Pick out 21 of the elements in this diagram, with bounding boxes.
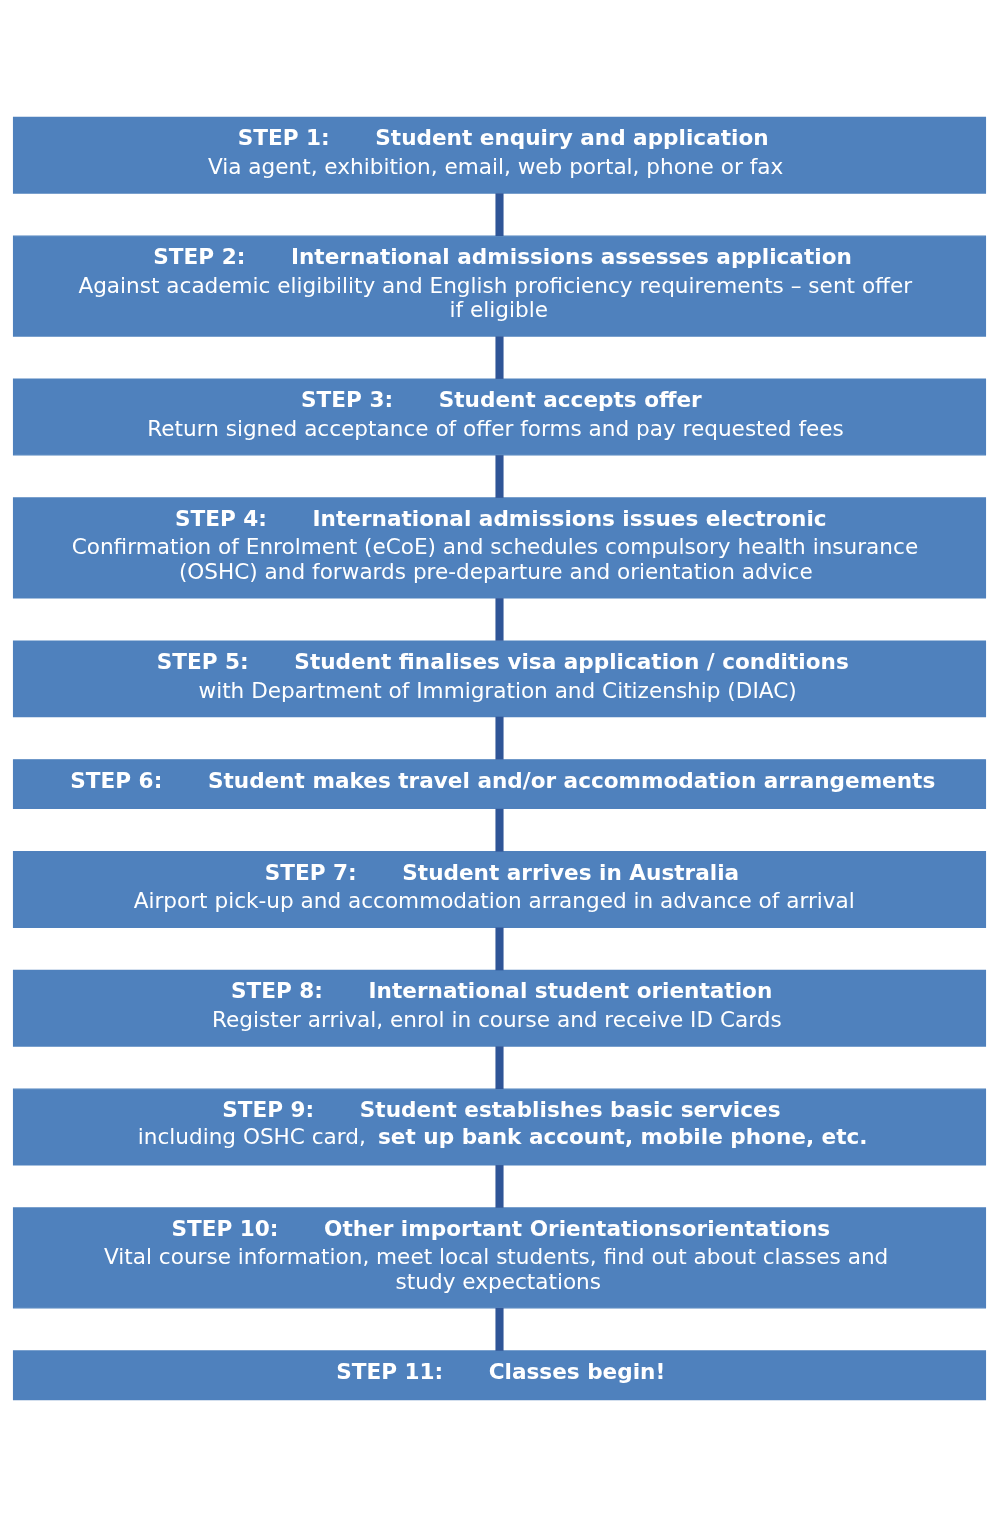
connector <box>495 927 504 971</box>
node-box: STEP 8: International student orientation Register arrival, enrol in course and receive ID Cards <box>12 969 987 1047</box>
node-box: STEP 6: Student makes travel and/or accommodation arrangements <box>12 759 987 810</box>
node-box: STEP 2: International admissions assesses application Against academic eligibility and English proficiency requirements – sent offer if eligible <box>12 235 987 337</box>
node-box: STEP 3: Student accepts offer Return signed acceptance of offer forms and pay requested fees <box>12 378 987 456</box>
connector <box>495 1307 504 1351</box>
connector <box>495 1165 504 1208</box>
connector <box>495 808 504 852</box>
connector <box>495 716 504 760</box>
connector <box>495 193 504 237</box>
node-box: STEP 4: International admissions issues electronic Confirmation of Enrolment (eCoE) and schedules compulsory health insurance (OSHC) and forwards pre-departure and orientation advice <box>12 497 987 599</box>
connector <box>495 336 504 379</box>
connector <box>495 598 504 641</box>
connector <box>495 1046 504 1090</box>
node-box: STEP 9: Student establishes basic services including OSHC card, set up bank account, mobile phone, etc. <box>12 1088 987 1166</box>
node-box: STEP 1: Student enquiry and application Via agent, exhibition, email, web portal, phone or fax <box>12 116 987 194</box>
node-box: STEP 10: Other important Orientationsorientations Vital course information, meet local students, find out about classes and study expectations <box>12 1207 987 1309</box>
node-box: STEP 7: Student arrives in Australia Airport pick-up and accommodation arranged in advance of arrival <box>12 850 987 928</box>
connector <box>495 455 504 498</box>
node-box: STEP 5: Student finalises visa application / conditions with Department of Immigration and Citizenship (DIAC) <box>12 640 987 718</box>
node-box: STEP 11: Classes begin! <box>12 1350 987 1401</box>
